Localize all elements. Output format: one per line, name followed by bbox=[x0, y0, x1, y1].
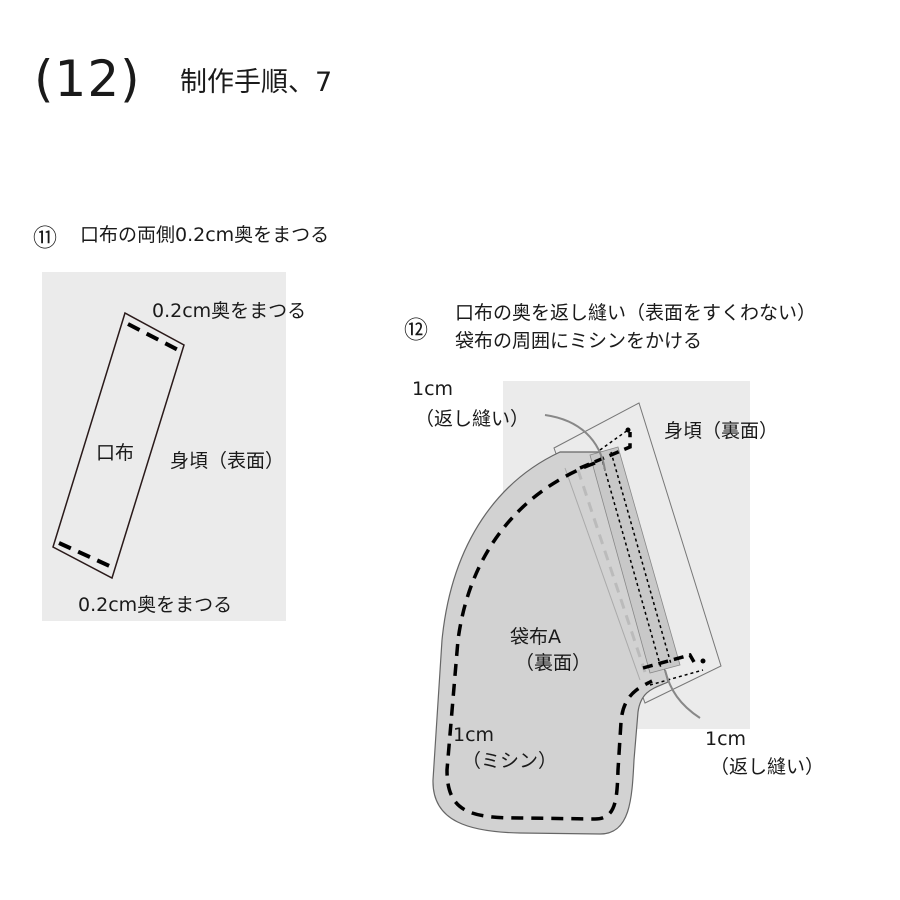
label-top-stitch: 0.2cm奥をまつる bbox=[152, 300, 307, 322]
step11-instruction: 口布の両側0.2cm奥をまつる bbox=[80, 224, 330, 246]
page-title: 制作手順、7 bbox=[180, 67, 333, 98]
step11-marker: ⑪ bbox=[33, 224, 57, 252]
leader-arrow-top bbox=[544, 414, 606, 471]
pocket-stitch bbox=[445, 461, 653, 821]
dotted-stitch-2 bbox=[610, 451, 672, 665]
label-kuchinuno: 口布 bbox=[96, 442, 135, 464]
label-top-cm: 1cm bbox=[412, 378, 454, 400]
bottom-stitch bbox=[58, 541, 115, 570]
label-bottom-note: （返し縫い） bbox=[710, 756, 825, 778]
stitch-end-dot bbox=[625, 427, 631, 433]
step12-instruction-line1: 口布の奥を返し縫い（表面をすくわない） bbox=[455, 302, 817, 324]
top-backstitch bbox=[579, 432, 632, 470]
step-number: (12) bbox=[34, 50, 141, 108]
label-left-note: （ミシン） bbox=[462, 750, 558, 772]
leader-arrow-bottom bbox=[664, 669, 701, 719]
label-pocket-side: （裏面） bbox=[515, 652, 592, 674]
label-pocket: 袋布A bbox=[510, 626, 561, 648]
dotted-stitch-1 bbox=[600, 455, 662, 669]
label-body-back: 身頃（裏面） bbox=[664, 420, 779, 442]
step12-instruction-line2: 袋布の周囲にミシンをかける bbox=[455, 330, 703, 352]
kuchinuno-strip bbox=[52, 311, 185, 580]
label-top-note: （返し縫い） bbox=[415, 408, 530, 430]
label-bottom-cm: 1cm bbox=[705, 728, 747, 750]
label-left-cm: 1cm bbox=[453, 724, 495, 746]
pocket-a bbox=[432, 451, 669, 835]
top-stitch bbox=[127, 322, 183, 354]
label-body-front: 身頃（表面） bbox=[170, 450, 285, 472]
bottom-backstitch bbox=[642, 652, 696, 670]
label-bottom-stitch: 0.2cm奥をまつる bbox=[78, 594, 233, 616]
step12-marker: ⑫ bbox=[404, 316, 428, 344]
guide-line bbox=[564, 467, 641, 681]
stitch-end-dot bbox=[700, 658, 706, 664]
hidden-stitch bbox=[576, 469, 647, 673]
